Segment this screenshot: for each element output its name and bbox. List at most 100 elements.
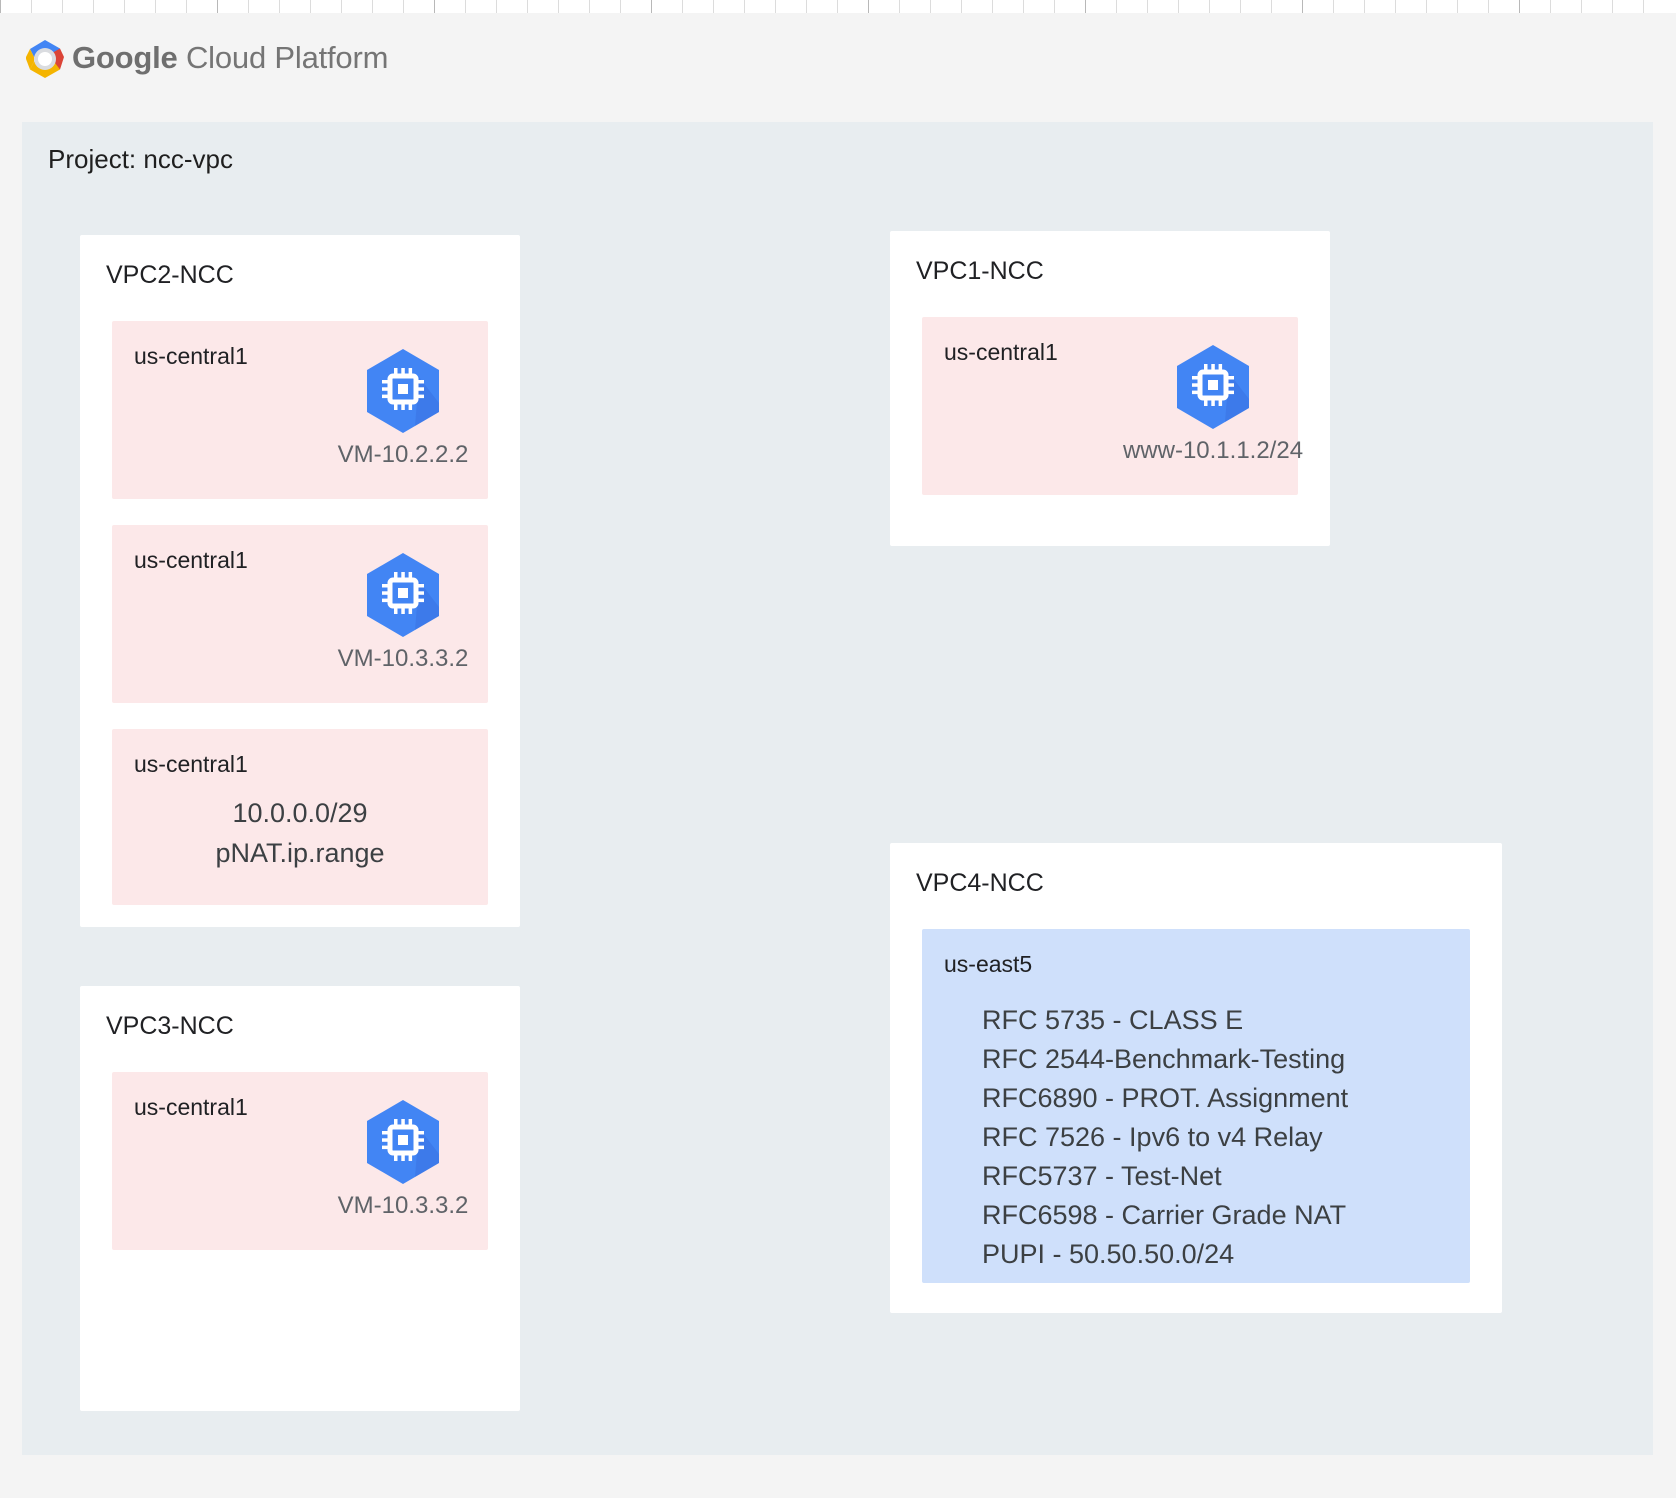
region-label: us-central1 (134, 547, 248, 573)
rfc-list-item: RFC5737 - Test-Net (982, 1161, 1222, 1191)
ruler-tick (186, 0, 187, 13)
google-cloud-platform-logo-icon (22, 36, 68, 82)
ruler-tick (372, 0, 373, 13)
project-title: Project: ncc-vpc (48, 144, 233, 174)
ruler-tick (1550, 0, 1551, 13)
region-box-us-central1[interactable]: us-central1 (922, 317, 1303, 495)
vm-node[interactable]: VM-10.2.2.2 (328, 343, 478, 469)
ruler-tick (1054, 0, 1055, 13)
vpc-card-vpc1-ncc[interactable]: VPC1-NCC us-central1 (890, 231, 1330, 546)
brand-google: Google (72, 40, 178, 75)
region-box-us-east5[interactable]: us-east5 RFC 5735 - CLASS E RFC 2544-Ben… (922, 929, 1470, 1283)
rfc-list-item: PUPI - 50.50.50.0/24 (982, 1239, 1235, 1269)
ruler-tick (1023, 0, 1024, 13)
vpc-title: VPC4-NCC (916, 869, 1044, 897)
region-label: us-central1 (134, 751, 248, 777)
ruler-tick (558, 0, 559, 13)
region-label: us-central1 (134, 343, 248, 369)
ruler-tick (1488, 0, 1489, 13)
ruler-tick (589, 0, 590, 13)
region-label: us-central1 (944, 339, 1058, 365)
ruler-tick (1209, 0, 1210, 13)
region-label: us-central1 (134, 1094, 248, 1120)
ruler-tick (1178, 0, 1179, 13)
ruler-tick (1147, 0, 1148, 13)
vm-instance-icon (367, 1100, 439, 1184)
ruler-tick (1333, 0, 1334, 13)
vm-instance-icon (1177, 345, 1249, 429)
ruler-tick (1302, 0, 1303, 13)
ruler-tick (279, 0, 280, 13)
rfc-list: RFC 5735 - CLASS E RFC 2544-Benchmark-Te… (982, 1001, 1348, 1274)
ruler-tick (1271, 0, 1272, 13)
vpc-card-vpc2-ncc[interactable]: VPC2-NCC us-central1 (80, 235, 520, 927)
vm-label: www-10.1.1.2/24 (1122, 437, 1304, 464)
rfc-list-item: RFC 5735 - CLASS E (982, 1005, 1244, 1035)
ruler-tick (341, 0, 342, 13)
vm-instance-icon (367, 349, 439, 433)
ruler-tick (1395, 0, 1396, 13)
ruler-tick (713, 0, 714, 13)
page-header: Google Cloud Platform (0, 13, 1676, 122)
ruler-tick (744, 0, 745, 13)
vpc-title: VPC2-NCC (106, 261, 234, 289)
region-box-us-central1[interactable]: us-central1 (112, 321, 488, 499)
rfc-list-item: RFC6598 - Carrier Grade NAT (982, 1200, 1347, 1230)
ruler-tick (1426, 0, 1427, 13)
ruler-tick (310, 0, 311, 13)
ruler-tick (0, 0, 1, 13)
ruler-tick (651, 0, 652, 13)
vpc-title: VPC1-NCC (916, 257, 1044, 285)
ruler-tick (1519, 0, 1520, 13)
brand-cloud-platform: Cloud Platform (177, 40, 389, 75)
ruler-tick (155, 0, 156, 13)
ruler-tick (868, 0, 869, 13)
ruler-tick (31, 0, 32, 13)
ruler-tick (434, 0, 435, 13)
ruler-tick (1240, 0, 1241, 13)
ruler-tick (248, 0, 249, 13)
region-box-us-central1[interactable]: us-central1 (112, 525, 488, 703)
ruler-tick (1085, 0, 1086, 13)
ruler-tick (1612, 0, 1613, 13)
vm-instance-icon (367, 553, 439, 637)
ruler-tick (465, 0, 466, 13)
ruler-tick (62, 0, 63, 13)
ruler-tick (775, 0, 776, 13)
vm-node[interactable]: www-10.1.1.2/24 (1108, 339, 1318, 465)
ruler-tick (992, 0, 993, 13)
brand-title: Google Cloud Platform (72, 40, 388, 76)
ruler-tick (806, 0, 807, 13)
ruler-tick (620, 0, 621, 13)
vm-node[interactable]: VM-10.3.3.2 (328, 547, 478, 673)
rfc-list-item: RFC 2544-Benchmark-Testing (982, 1044, 1346, 1074)
ruler-tick (1116, 0, 1117, 13)
vm-label: VM-10.3.3.2 (337, 1192, 469, 1219)
ruler-tick (527, 0, 528, 13)
ruler-tick (682, 0, 683, 13)
vm-label: VM-10.3.3.2 (337, 645, 469, 672)
project-panel: Project: ncc-vpc VPC2-NCC us-central1 (22, 122, 1653, 1455)
vpc-title: VPC3-NCC (106, 1012, 234, 1040)
ruler-strip (0, 0, 1676, 14)
vpc-card-vpc4-ncc[interactable]: VPC4-NCC us-east5 RFC 5735 - CLASS E RFC… (890, 843, 1502, 1313)
ruler-tick (1643, 0, 1644, 13)
ruler-tick (1457, 0, 1458, 13)
vm-node[interactable]: VM-10.3.3.2 (328, 1094, 478, 1220)
ruler-tick (1364, 0, 1365, 13)
region-box-us-central1[interactable]: us-central1 (112, 1072, 488, 1250)
ruler-tick (124, 0, 125, 13)
rfc-list-item: RFC 7526 - Ipv6 to v4 Relay (982, 1122, 1323, 1152)
region-label: us-east5 (944, 951, 1033, 977)
rfc-list-item: RFC6890 - PROT. Assignment (982, 1083, 1349, 1113)
ruler-tick (217, 0, 218, 13)
ruler-tick (403, 0, 404, 13)
ruler-tick (961, 0, 962, 13)
pnat-line-2: pNAT.ip.range (215, 838, 385, 868)
ruler-tick (496, 0, 497, 13)
ruler-tick (837, 0, 838, 13)
ruler-tick (930, 0, 931, 13)
vpc-card-vpc3-ncc[interactable]: VPC3-NCC us-central1 (80, 986, 520, 1411)
